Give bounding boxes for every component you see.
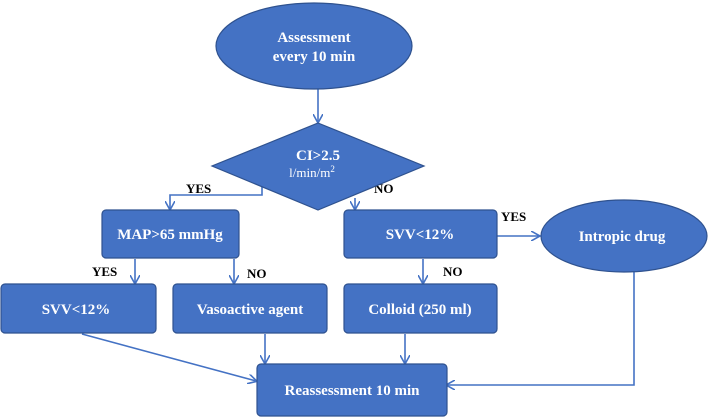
edge-label-map-no: NO: [247, 266, 267, 281]
node-map: MAP>65 mmHg: [101, 209, 240, 259]
node-assessment-line1: Assessment: [277, 30, 350, 46]
node-svv-right-label: SVV<12%: [386, 227, 455, 243]
node-ci-decision: CI>2.5 l/min/m2: [210, 122, 426, 211]
node-vasoactive-label: Vasoactive agent: [197, 302, 304, 318]
node-svv-right: SVV<12%: [343, 209, 498, 259]
node-assessment: Assessment every 10 min: [215, 2, 413, 90]
edge-labels: YES NO YES YES NO NO: [92, 181, 526, 281]
node-ci-line2: l/min/m2: [289, 164, 335, 180]
edge-inotropic-to-reassessment: [447, 272, 635, 385]
node-reassessment: Reassessment 10 min: [256, 363, 448, 417]
edge-label-ci-yes: YES: [186, 181, 211, 196]
node-colloid-label: Colloid (250 ml): [368, 302, 471, 318]
edges: [81, 88, 635, 385]
edge-label-svv-no: NO: [443, 264, 463, 279]
node-svv-left: SVV<12%: [0, 283, 157, 334]
node-ci-line1: CI>2.5: [296, 148, 340, 164]
edge-label-svv-yes: YES: [501, 209, 526, 224]
edge-svv-left-to-reassessment: [81, 333, 256, 381]
node-reassessment-label: Reassessment 10 min: [285, 383, 421, 399]
node-map-label: MAP>65 mmHg: [117, 227, 223, 243]
node-ci-unit-exponent: 2: [330, 164, 335, 174]
node-inotropic-label: Intropic drug: [579, 229, 666, 245]
node-vasoactive: Vasoactive agent: [172, 283, 328, 334]
node-assessment-line2: every 10 min: [273, 49, 356, 65]
node-colloid: Colloid (250 ml): [343, 283, 498, 334]
edge-ci-yes-to-map: [170, 182, 263, 209]
edge-label-map-yes: YES: [92, 264, 117, 279]
node-svv-left-label: SVV<12%: [42, 302, 111, 318]
node-ci-unit: l/min/m: [289, 165, 330, 180]
node-inotropic: Intropic drug: [540, 199, 708, 273]
